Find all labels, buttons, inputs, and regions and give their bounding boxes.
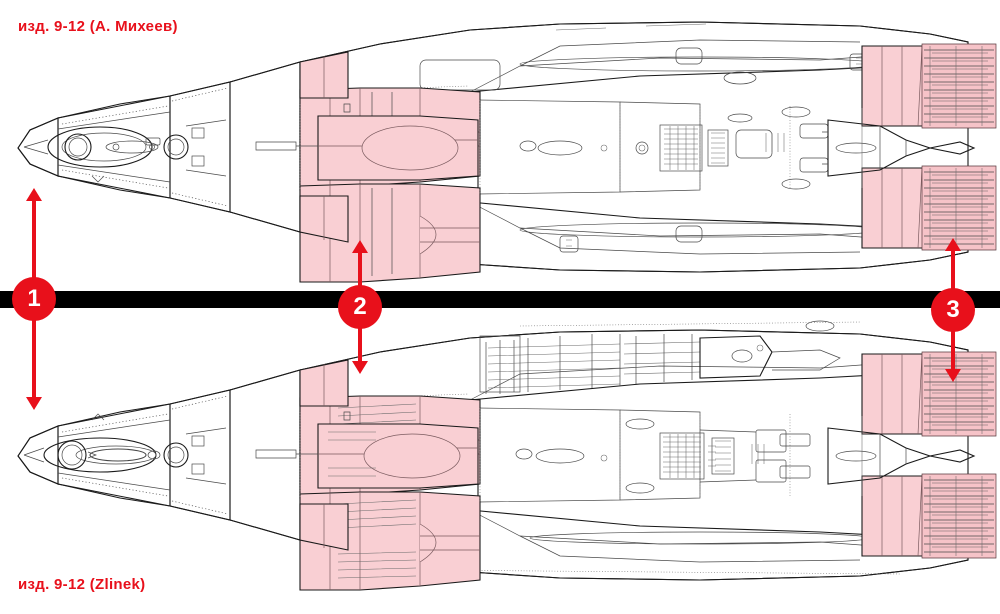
nozzle-petals-lower bbox=[921, 165, 997, 251]
callout-badge-1[interactable]: 1 bbox=[12, 277, 56, 321]
arrow-head-down-icon bbox=[26, 397, 42, 410]
panel-seams bbox=[299, 408, 863, 502]
nozzle-upper bbox=[861, 43, 997, 129]
arrow-head-up-icon bbox=[945, 238, 961, 251]
tail-center-structure bbox=[822, 119, 976, 177]
nozzle-lower bbox=[861, 473, 997, 559]
highlight-wing-root-strips bbox=[299, 51, 349, 243]
section-divider-bar bbox=[0, 291, 1000, 308]
arrow-head-down-icon bbox=[945, 369, 961, 382]
highlight-wing-root-strips bbox=[299, 359, 349, 551]
tail-center-structure bbox=[699, 427, 976, 485]
wing-upper bbox=[299, 320, 969, 407]
callout-marker-2[interactable]: 2 bbox=[338, 240, 382, 374]
nozzle-petals-lower bbox=[921, 473, 997, 559]
nozzle-upper bbox=[861, 351, 997, 437]
caption-bottom-view: изд. 9-12 (Zlinek) bbox=[18, 576, 146, 593]
arrow-head-up-icon bbox=[26, 188, 42, 201]
callout-marker-1[interactable]: 1 bbox=[12, 188, 56, 410]
top-aircraft-drawing bbox=[0, 0, 1000, 292]
highlight-center-fairing bbox=[255, 115, 479, 181]
arrow-head-up-icon bbox=[352, 240, 368, 253]
arrow-head-down-icon bbox=[352, 361, 368, 374]
structural-ladder-detail bbox=[479, 334, 841, 394]
callout-badge-2[interactable]: 2 bbox=[338, 285, 382, 329]
callout-badge-3[interactable]: 3 bbox=[931, 288, 975, 332]
caption-top-view: изд. 9-12 (А. Михеев) bbox=[18, 18, 178, 35]
panel-seams bbox=[299, 100, 863, 194]
nozzle-petals-upper bbox=[921, 43, 997, 129]
nozzle-lower bbox=[861, 165, 997, 251]
vent-grille-right bbox=[707, 129, 729, 167]
nozzle-petals-upper bbox=[921, 351, 997, 437]
vent-grille-left bbox=[659, 124, 703, 172]
bottom-aircraft-drawing bbox=[0, 308, 1000, 614]
vent-grille-left bbox=[659, 432, 705, 480]
highlight-center-fairing bbox=[255, 423, 479, 489]
callout-marker-3[interactable]: 3 bbox=[931, 238, 975, 382]
